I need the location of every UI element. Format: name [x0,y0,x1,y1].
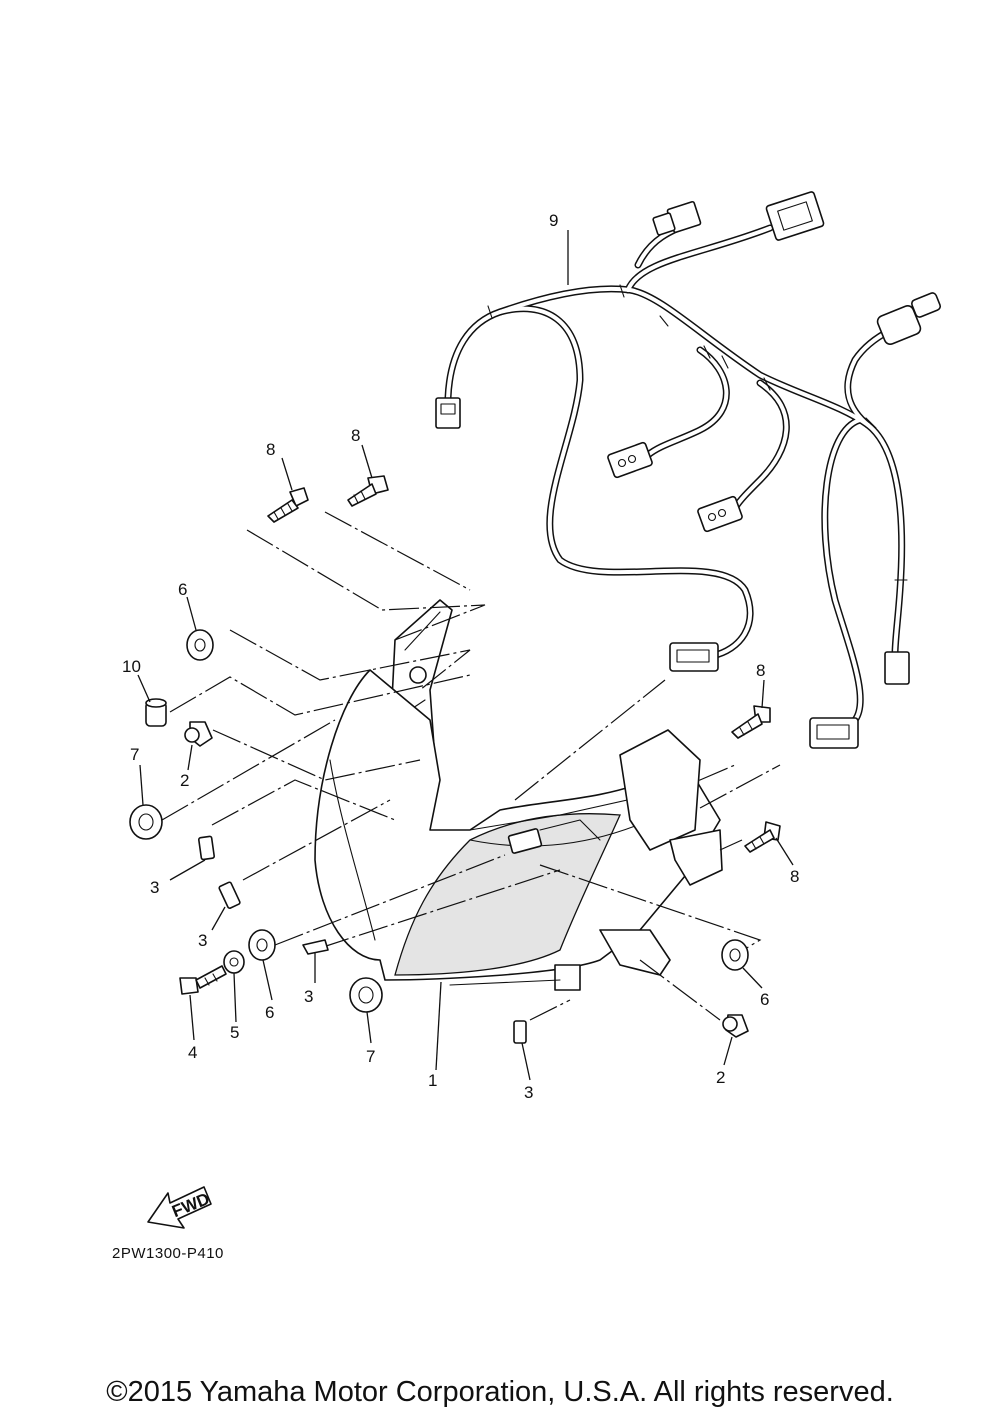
nut-2a [184,721,213,747]
damper-7a [129,804,163,840]
grommet-6c [721,939,749,971]
grommet-6a [186,629,214,661]
callout-8c: 8 [756,661,765,680]
nut-3a [197,835,216,861]
callout-8d: 8 [790,867,799,886]
harness-connector-e [697,495,743,533]
screw-8b [347,475,389,507]
callout-7b: 7 [366,1047,375,1066]
assembly-lines [161,511,781,1021]
harness-connector-f [669,642,719,672]
callout-2b: 2 [716,1068,725,1087]
harness-connector-a [435,397,461,429]
copyright-notice: ©2015 Yamaha Motor Corporation, U.S.A. A… [106,1376,894,1408]
callout-3a: 3 [150,878,159,897]
diagram-code: 2PW1300-P410 [112,1245,224,1262]
callout-8a: 8 [266,440,275,459]
harness-connector-d [607,441,653,479]
nut-3b [218,881,241,909]
callout-6a: 6 [178,580,187,599]
fwd-arrow-icon: FWD [147,1186,212,1229]
leader-lines [137,230,794,1081]
callout-3b: 3 [198,931,207,950]
callout-8b: 8 [351,426,360,445]
callout-5: 5 [230,1023,239,1042]
callout-6c: 6 [760,990,769,1009]
callout-9: 9 [549,211,558,230]
callout-6b: 6 [265,1003,274,1022]
harness-connector-g [809,717,859,749]
bolt-4 [179,965,227,995]
harness-sensor-plug [876,292,942,346]
damper-7b [349,977,383,1013]
washer-5 [223,950,245,974]
screw-8c [731,705,771,739]
harness-connector-b [652,200,702,236]
nut-3d [513,1020,527,1044]
callout-1: 1 [428,1071,437,1090]
fwd-label: FWD [169,1189,212,1221]
callout-7a: 7 [130,745,139,764]
callouts: 9 8 8 6 10 7 2 3 3 3 4 5 6 7 1 3 2 6 8 8 [122,211,799,1102]
callout-10: 10 [122,657,141,676]
harness-connector-c [765,191,825,241]
callout-3c: 3 [304,987,313,1006]
collar-10 [145,698,167,727]
callout-4: 4 [188,1043,197,1062]
nut-2b [722,1014,749,1038]
grommet-6b [248,929,276,961]
screw-8d [744,821,781,853]
callout-3d: 3 [524,1083,533,1102]
wire-harness [435,191,942,749]
screw-8a [267,487,309,523]
nut-3c [302,939,329,955]
headlight-assembly [314,669,723,991]
harness-connector-h [884,651,910,685]
callout-2a: 2 [180,771,189,790]
